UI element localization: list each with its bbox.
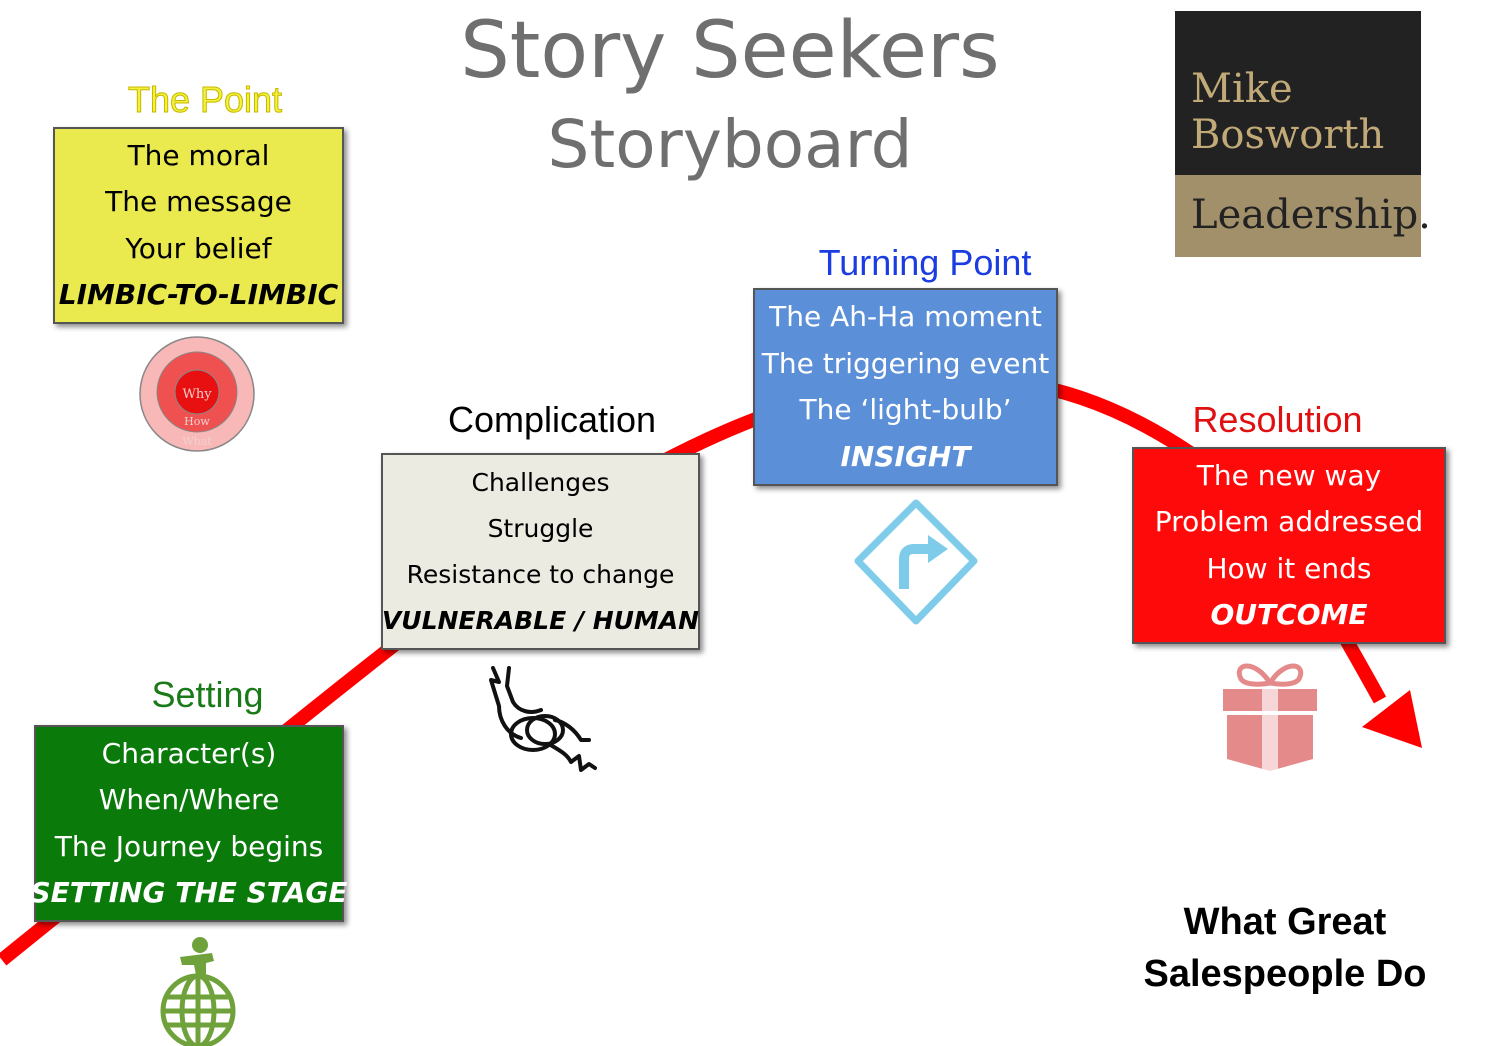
- complication-line-1: Challenges: [471, 467, 610, 497]
- turning-point-line-2: The triggering event: [761, 346, 1050, 380]
- resolution-line-1: The new way: [1196, 459, 1382, 493]
- point-line-1: The moral: [127, 139, 270, 173]
- complication-box: Challenges Struggle Resistance to change…: [381, 453, 700, 650]
- resolution-emphasis: OUTCOME: [1210, 597, 1368, 631]
- person-on-globe-icon: [160, 937, 236, 1046]
- setting-label: Setting: [151, 674, 264, 715]
- logo-line-2: Bosworth: [1191, 112, 1385, 158]
- knot-icon: [489, 666, 597, 772]
- point-line-2: The message: [105, 185, 292, 219]
- setting-emphasis: SETTING THE STAGE: [30, 875, 348, 909]
- golden-circle-how: How: [184, 415, 210, 428]
- resolution-box: The new way Problem addressed How it end…: [1132, 447, 1446, 644]
- setting-box: Character(s) When/Where The Journey begi…: [31, 725, 348, 922]
- logo-line-3: Leadership.: [1191, 192, 1431, 238]
- page-title: Story Seekers: [460, 6, 1000, 96]
- brand-logo: Mike Bosworth Leadership.: [1175, 11, 1431, 257]
- book-title: What Great Salespeople Do: [1110, 896, 1460, 1001]
- complication-line-3: Resistance to change: [406, 560, 675, 590]
- resolution-line-3: How it ends: [1206, 551, 1372, 585]
- page-subtitle: Storyboard: [547, 106, 913, 183]
- book-title-line-1: What Great: [1183, 901, 1387, 943]
- point-emphasis: LIMBIC-TO-LIMBIC: [58, 277, 339, 311]
- turning-point-emphasis: INSIGHT: [840, 439, 971, 473]
- gift-icon: [1223, 663, 1317, 771]
- resolution-line-2: Problem addressed: [1154, 505, 1424, 539]
- golden-circle-why: Why: [182, 387, 212, 402]
- turning-point-box: The Ah-Ha moment The triggering event Th…: [753, 288, 1058, 486]
- turning-point-line-1: The Ah-Ha moment: [769, 300, 1042, 334]
- turning-point-label: Turning Point: [818, 242, 1032, 283]
- logo-gold-panel: [1175, 175, 1421, 257]
- golden-circle-what: What: [182, 435, 212, 448]
- point-label: The Point: [127, 79, 283, 120]
- turn-sign-icon: [854, 499, 978, 625]
- logo-dark-panel: [1175, 11, 1421, 175]
- story-arc-arrowhead: [1362, 690, 1422, 748]
- turning-point-line-3: The ‘light-bulb’: [799, 393, 1012, 427]
- setting-line-2: When/Where: [98, 783, 280, 817]
- complication-emphasis: VULNERABLE / HUMAN: [381, 606, 700, 636]
- logo-line-1: Mike: [1191, 66, 1293, 112]
- setting-line-1: Character(s): [101, 737, 277, 771]
- point-line-3: Your belief: [125, 231, 272, 265]
- golden-circle-icon: Why How What: [139, 336, 255, 452]
- complication-line-2: Struggle: [487, 513, 594, 543]
- setting-line-3: The Journey begins: [54, 829, 324, 863]
- book-title-line-2: Salespeople Do: [1143, 953, 1427, 996]
- complication-label: Complication: [447, 399, 657, 440]
- point-box: The moral The message Your belief LIMBIC…: [53, 127, 344, 324]
- resolution-label: Resolution: [1192, 399, 1363, 440]
